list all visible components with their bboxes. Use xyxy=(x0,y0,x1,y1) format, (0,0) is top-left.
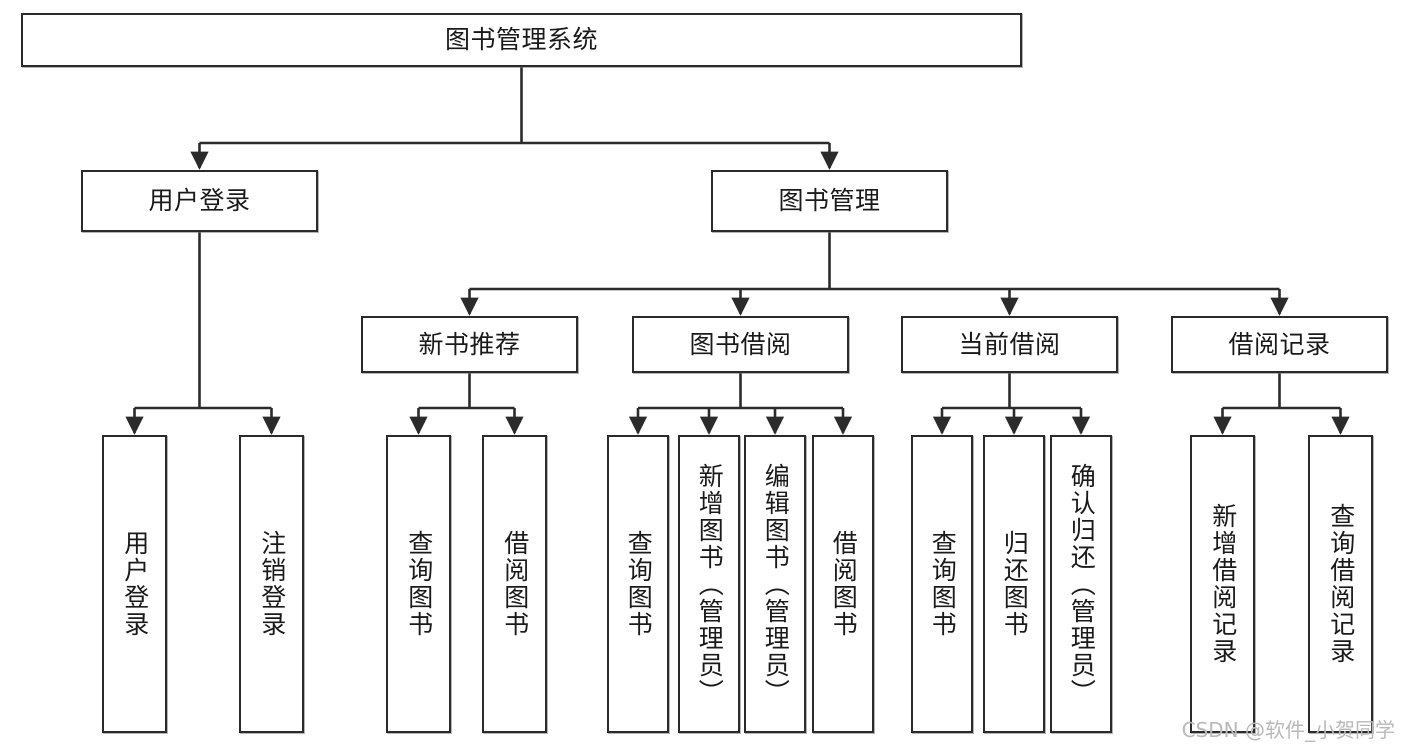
node-label: 新书推荐 xyxy=(418,329,521,359)
node-label: 新增图书（管理员） xyxy=(695,462,725,706)
node-label: 注销登录 xyxy=(257,530,287,638)
node-newrec[interactable]: 新书推荐 xyxy=(361,316,578,373)
node-label: 借阅图书 xyxy=(500,530,530,638)
node-label: 确认归还（管理员） xyxy=(1067,462,1097,706)
node-leaf-login[interactable]: 用户登录 xyxy=(102,435,167,733)
node-label: 借阅记录 xyxy=(1228,329,1331,359)
node-label: 图书借阅 xyxy=(689,329,792,359)
node-leaf-query3[interactable]: 查询图书 xyxy=(911,435,973,733)
node-label: 归还图书 xyxy=(1000,530,1030,638)
node-leaf-return[interactable]: 归还图书 xyxy=(983,435,1045,733)
node-label: 查询借阅记录 xyxy=(1326,503,1356,665)
node-root[interactable]: 图书管理系统 xyxy=(21,13,1022,67)
node-label: 图书管理 xyxy=(778,186,881,216)
node-label: 查询图书 xyxy=(928,530,958,638)
node-records[interactable]: 借阅记录 xyxy=(1171,316,1388,373)
node-login[interactable]: 用户登录 xyxy=(81,170,318,232)
node-bookmgmt[interactable]: 图书管理 xyxy=(711,170,948,232)
node-leaf-logout[interactable]: 注销登录 xyxy=(239,435,304,733)
node-leaf-add[interactable]: 新增图书（管理员） xyxy=(678,435,740,733)
node-label: 图书管理系统 xyxy=(444,25,598,55)
node-label: 当前借阅 xyxy=(958,329,1061,359)
csdn-watermark: CSDN @软件_小贺同学 xyxy=(1181,718,1395,742)
node-borrow[interactable]: 图书借阅 xyxy=(632,316,849,373)
node-label: 借阅图书 xyxy=(829,530,859,638)
node-label: 查询图书 xyxy=(404,530,434,638)
node-leaf-query2[interactable]: 查询图书 xyxy=(607,435,669,733)
node-leaf-edit[interactable]: 编辑图书（管理员） xyxy=(744,435,806,733)
node-current[interactable]: 当前借阅 xyxy=(901,316,1118,373)
node-label: 查询图书 xyxy=(624,530,654,638)
node-leaf-borrow1[interactable]: 借阅图书 xyxy=(482,435,547,733)
node-label: 用户登录 xyxy=(148,186,251,216)
node-leaf-borrow2[interactable]: 借阅图书 xyxy=(812,435,874,733)
node-leaf-queryrec[interactable]: 查询借阅记录 xyxy=(1308,435,1373,733)
node-label: 新增借阅记录 xyxy=(1208,503,1238,665)
node-label: 用户登录 xyxy=(120,530,150,638)
node-leaf-confirm[interactable]: 确认归还（管理员） xyxy=(1050,435,1112,733)
node-label: 编辑图书（管理员） xyxy=(761,462,791,706)
node-leaf-addrec[interactable]: 新增借阅记录 xyxy=(1190,435,1255,733)
node-leaf-query1[interactable]: 查询图书 xyxy=(386,435,451,733)
